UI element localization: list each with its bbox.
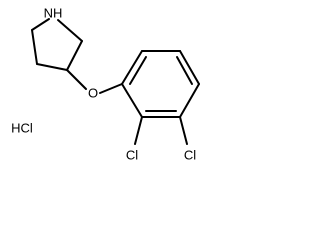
structure-drawing: NH O Cl Cl HCl — [11, 6, 200, 163]
bond-c4-o — [66, 69, 87, 90]
bond-ar6-cl — [134, 116, 143, 145]
bond-c3-c4 — [36, 63, 68, 71]
chlorine-label-left: Cl — [126, 148, 138, 163]
bond-c2-c3 — [31, 29, 38, 65]
bond-o-aryl — [99, 83, 123, 94]
bond-ar1-ar2 — [121, 50, 143, 85]
structure-canvas: NH O Cl Cl HCl — [11, 6, 200, 163]
bond-ar6-ar1 — [121, 83, 143, 118]
bond-inner-ar1-ar2 — [129, 56, 147, 85]
bond-inner-ar3-ar4 — [176, 56, 193, 85]
bond-ar5-cl — [179, 116, 188, 145]
bond-ar4-ar5 — [179, 83, 200, 118]
bond-n-c2 — [31, 18, 50, 31]
hcl-salt-label: HCl — [11, 121, 33, 136]
bond-c5-n — [57, 19, 83, 42]
bond-c4-c5 — [66, 40, 83, 71]
oxygen-label: O — [88, 86, 98, 101]
nh-label: NH — [44, 6, 63, 21]
bond-ar3-ar4 — [179, 50, 200, 85]
chlorine-label-right: Cl — [184, 148, 196, 163]
